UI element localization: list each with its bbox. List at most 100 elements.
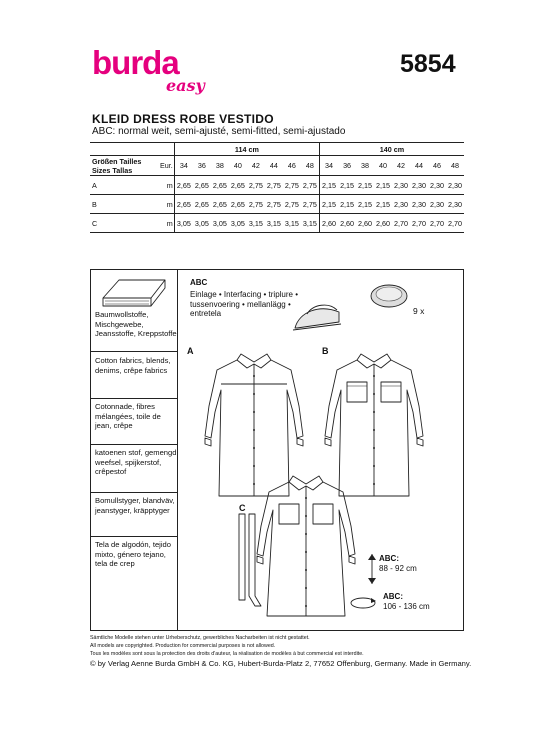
unit-cell: m xyxy=(160,213,175,233)
size-cell: 44 xyxy=(410,155,428,176)
yardage-cell: 2,75 xyxy=(246,175,265,195)
interfacing-label: Einlage • Interfacing • triplure • tusse… xyxy=(190,290,299,319)
yardage-cell: 2,75 xyxy=(300,194,320,214)
burda-easy-logo: burda easy xyxy=(92,44,222,104)
fabric-column: Baumwollstoffe, Mischgewebe, Jeansstoffe… xyxy=(91,270,178,630)
yardage-cell: 2,30 xyxy=(392,175,411,195)
yardage-cell: 2,30 xyxy=(428,175,446,195)
unit-header: Eur. xyxy=(160,155,175,176)
garment-title: KLEID DRESS ROBE VESTIDO xyxy=(92,112,274,126)
yardage-cell: 2,65 xyxy=(173,194,193,214)
yardage-cell: 2,70 xyxy=(392,213,411,233)
size-cell: 42 xyxy=(246,155,265,176)
button-count: 9 x xyxy=(413,306,425,316)
yardage-cell: 2,65 xyxy=(210,194,229,214)
yardage-cell: 2,30 xyxy=(410,175,428,195)
yardage-cell: 3,05 xyxy=(210,213,229,233)
pattern-number: 5854 xyxy=(400,50,456,78)
yardage-cell: 3,05 xyxy=(228,213,247,233)
yardage-cell: 3,15 xyxy=(300,213,320,233)
yardage-cell: 2,15 xyxy=(318,194,339,214)
yardage-cell: 2,75 xyxy=(264,194,283,214)
yardage-cell: 2,60 xyxy=(374,213,393,233)
width-measure: ABC: 106 - 136 cm xyxy=(383,592,430,611)
copyright-notice: Sämtliche Modelle stehen unter Urhebersc… xyxy=(90,635,364,657)
view-label-a: A xyxy=(187,346,194,356)
length-measure: ABC: 88 - 92 cm xyxy=(379,554,417,573)
fabric-text-en: Cotton fabrics, blends, denims, crêpe fa… xyxy=(95,356,171,375)
view-label-c: C xyxy=(239,503,246,513)
yardage-cell: 2,75 xyxy=(282,175,301,195)
dress-b-drawing xyxy=(324,353,424,497)
divider xyxy=(91,536,178,537)
width-114-header: 114 cm xyxy=(173,142,320,156)
divider xyxy=(91,492,178,493)
yardage-cell: 2,65 xyxy=(228,175,247,195)
yardage-cell: 2,15 xyxy=(338,194,357,214)
yardage-cell: 2,30 xyxy=(410,194,428,214)
yardage-cell: 2,30 xyxy=(445,175,464,195)
divider xyxy=(91,351,178,352)
publisher-copyright: © by Verlag Aenne Burda GmbH & Co. KG, H… xyxy=(90,659,472,668)
yardage-cell: 2,15 xyxy=(356,194,375,214)
size-cell: 46 xyxy=(428,155,446,176)
yardage-cell: 2,15 xyxy=(374,175,393,195)
size-cell: 40 xyxy=(228,155,247,176)
yardage-cell: 3,05 xyxy=(192,213,211,233)
fabric-text-nl: katoenen stof, gemengd weefsel, spijkers… xyxy=(95,448,177,477)
fabric-width-row: 114 cm 140 cm xyxy=(90,142,464,156)
fabric-bolt-icon xyxy=(102,279,166,307)
dress-c-drawing xyxy=(256,475,356,617)
size-cell: 34 xyxy=(173,155,193,176)
size-cell: 36 xyxy=(338,155,357,176)
yardage-cell: 2,15 xyxy=(338,175,357,195)
size-cell: 44 xyxy=(264,155,283,176)
view-label-b: B xyxy=(322,346,329,356)
yardage-cell: 2,75 xyxy=(264,175,283,195)
yardage-cell: 2,75 xyxy=(282,194,301,214)
illustration-panel: Baumwollstoffe, Mischgewebe, Jeansstoffe… xyxy=(90,269,464,631)
divider xyxy=(91,398,178,399)
fit-description: ABC: normal weit, semi-ajusté, semi-fitt… xyxy=(92,126,346,137)
yardage-cell: 2,60 xyxy=(338,213,357,233)
brand-line: easy xyxy=(166,76,205,95)
size-row: Größen Tailles Sizes Tallas Eur. 34 36 3… xyxy=(90,155,464,176)
size-cell: 42 xyxy=(392,155,411,176)
iron-icon xyxy=(292,304,342,331)
fabric-text-fr: Cotonnade, fibres mélangées, toile de je… xyxy=(95,402,161,431)
view-row-label: A xyxy=(90,175,160,195)
unit-cell: m xyxy=(160,175,175,195)
size-cell: 36 xyxy=(192,155,211,176)
yardage-cell: 2,60 xyxy=(318,213,339,233)
yardage-cell: 2,15 xyxy=(318,175,339,195)
yardage-table: 114 cm 140 cm Größen Tailles Sizes Talla… xyxy=(90,142,464,233)
size-cell: 38 xyxy=(210,155,229,176)
belt-drawing xyxy=(238,513,262,607)
yardage-cell: 2,15 xyxy=(356,175,375,195)
size-row-label: Größen Tailles Sizes Tallas xyxy=(90,155,160,176)
yardage-cell: 2,30 xyxy=(428,194,446,214)
size-cell: 34 xyxy=(318,155,339,176)
yardage-cell: 2,65 xyxy=(228,194,247,214)
size-cell: 38 xyxy=(356,155,375,176)
yardage-cell: 2,30 xyxy=(445,194,464,214)
yardage-cell: 2,70 xyxy=(428,213,446,233)
yardage-cell: 3,05 xyxy=(173,213,193,233)
yardage-cell: 2,65 xyxy=(192,175,211,195)
yardage-cell: 2,30 xyxy=(392,194,411,214)
fabric-text-de: Baumwollstoffe, Mischgewebe, Jeansstoffe… xyxy=(95,310,177,339)
view-row-label: B xyxy=(90,194,160,214)
divider xyxy=(91,444,178,445)
yardage-cell: 2,70 xyxy=(445,213,464,233)
yardage-cell: 2,60 xyxy=(356,213,375,233)
view-row-label: C xyxy=(90,213,160,233)
size-cell: 48 xyxy=(300,155,320,176)
fabric-text-sv: Bomullstyger, blandväv, jeanstyger, kräp… xyxy=(95,496,175,515)
yardage-cell: 2,75 xyxy=(246,194,265,214)
button-icon xyxy=(370,284,408,308)
notions-header: ABC xyxy=(190,278,208,287)
length-arrow-icon xyxy=(368,554,376,584)
